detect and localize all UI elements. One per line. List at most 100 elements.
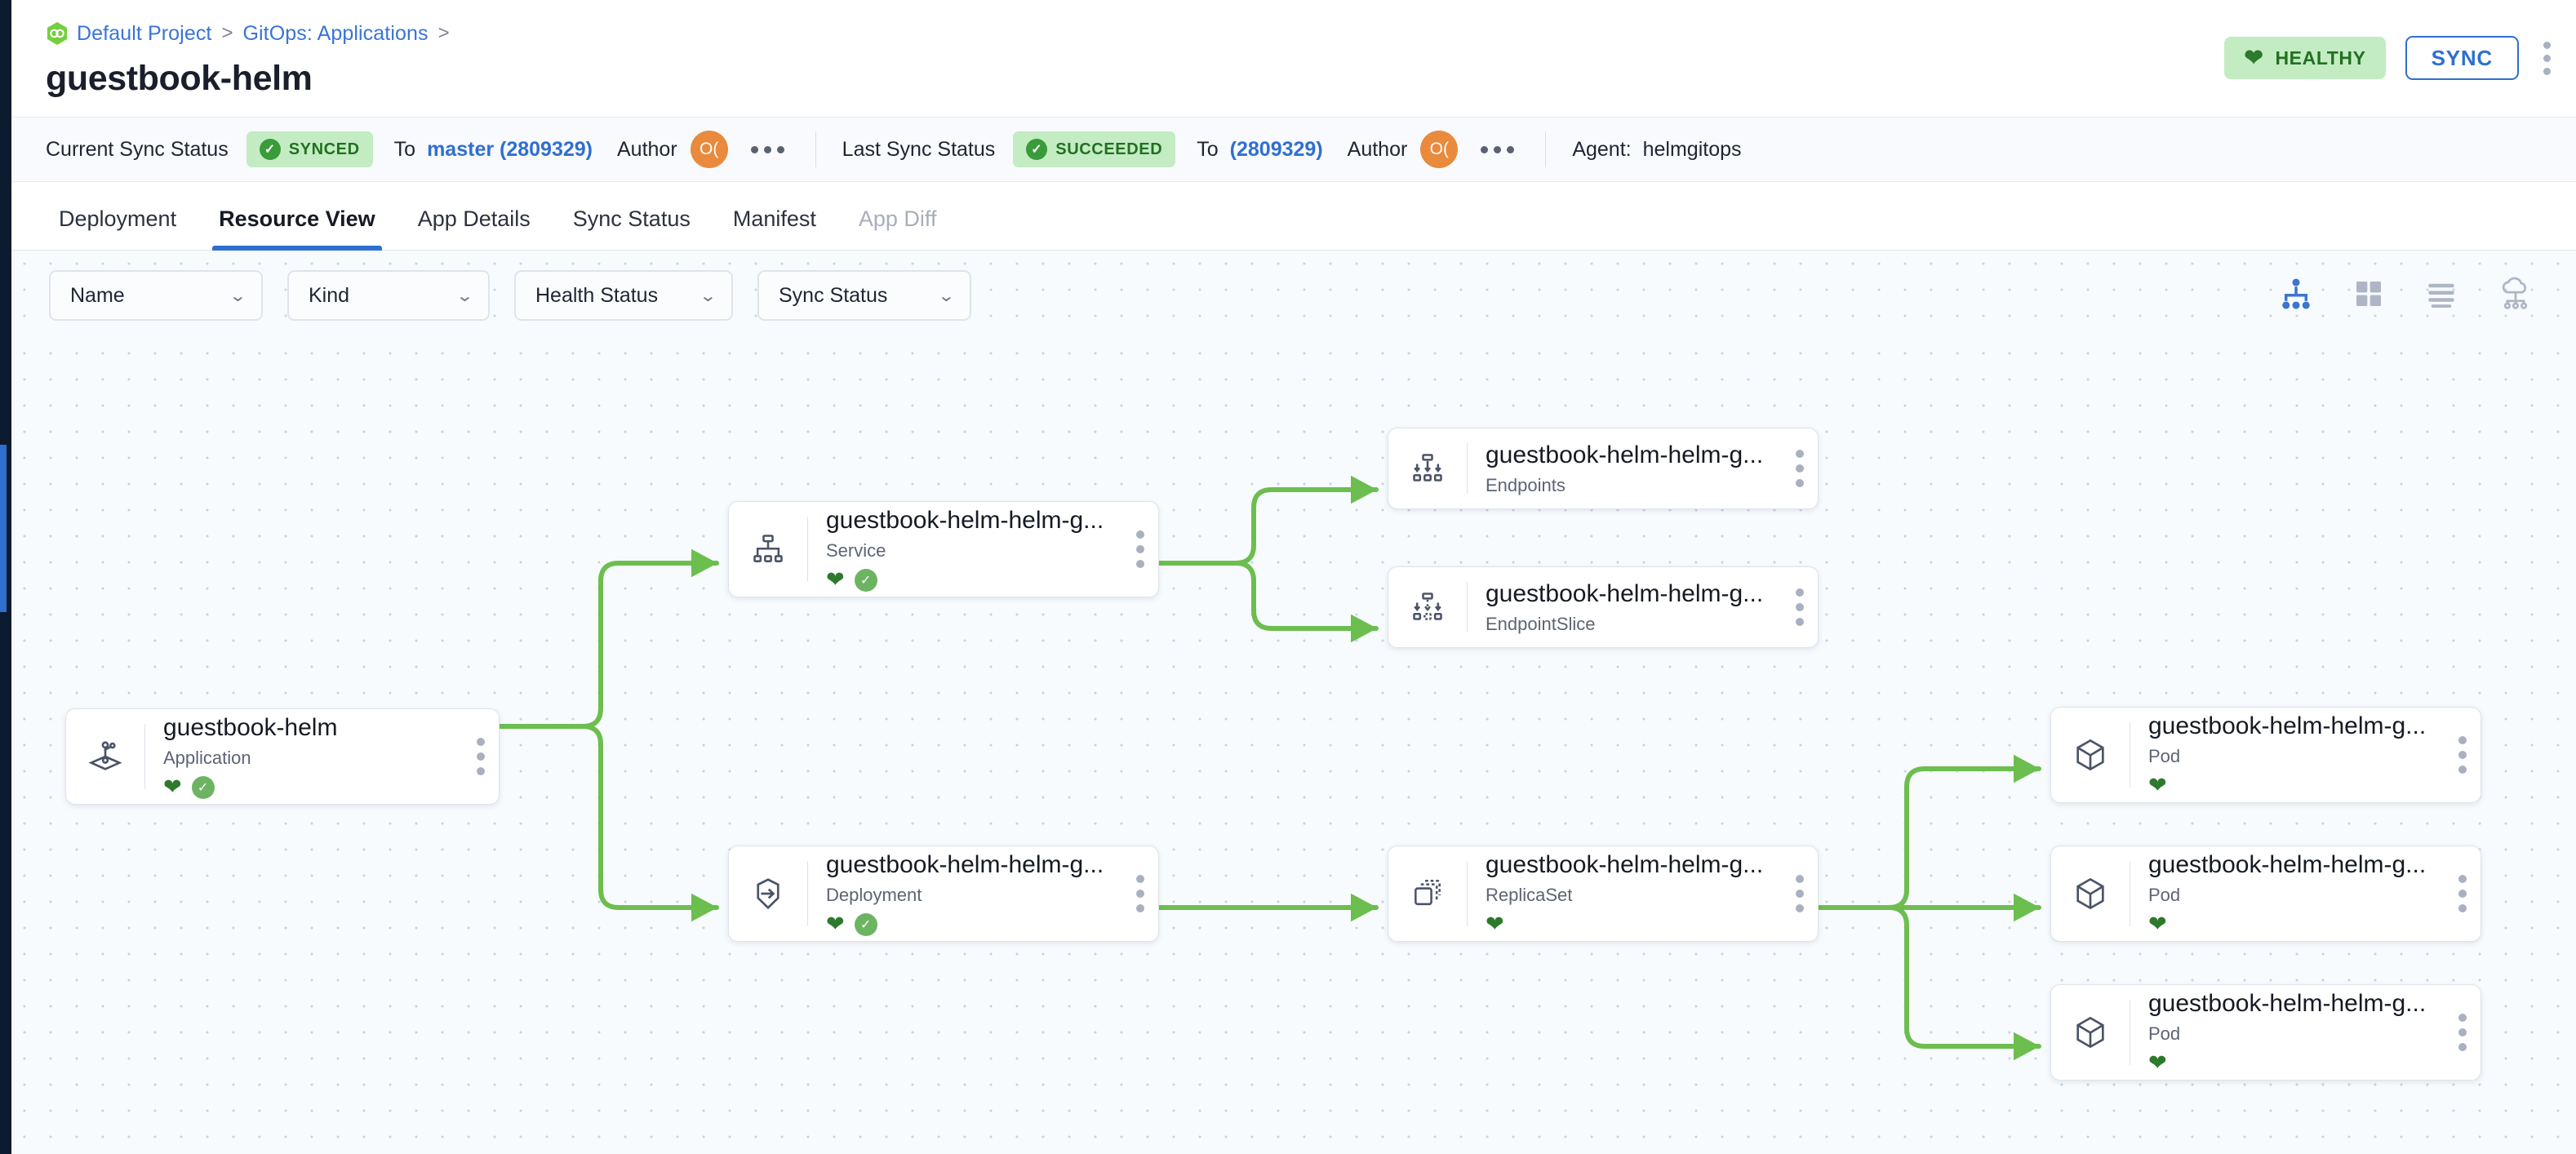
filter-toolbar: Name ⌄ Kind ⌄ Health Status ⌄ Sync Statu… [11,251,2576,340]
pod-icon [2051,875,2130,912]
tab-resource-view[interactable]: Resource View [198,206,397,251]
node-name: guestbook-helm-helm-g... [1486,579,1764,607]
node-kind: Deployment [826,884,922,905]
left-nav-rail[interactable] [0,0,11,1154]
node-status-row: ❤ ✓ [826,568,1111,593]
filter-name-label: Name [70,283,125,307]
breadcrumb-separator: > [437,22,450,44]
node-kind: Endpoints [1486,474,1566,495]
chevron-down-icon: ⌄ [937,286,956,305]
tab-manifest[interactable]: Manifest [732,206,816,231]
graph-node-endpoints[interactable]: guestbook-helm-helm-g... Endpoints [1388,428,1819,509]
graph-node-replicaset[interactable]: guestbook-helm-helm-g... ReplicaSet ❤ [1388,846,1819,942]
last-revision-link[interactable]: (2809329) [1229,137,1323,161]
endpointslice-icon [1388,589,1467,625]
node-divider [807,861,808,926]
current-to-label: To [393,137,416,161]
replicaset-icon [1388,876,1467,912]
node-menu-icon[interactable] [2445,708,2481,802]
argo-project-icon [46,21,69,46]
header-overflow-menu-icon[interactable] [2538,38,2555,78]
chevron-down-icon: ⌄ [229,286,247,305]
health-heart-icon: ❤ [163,775,182,799]
list-view-icon[interactable] [2424,277,2458,315]
node-kind: Pod [2148,745,2181,766]
sync-button[interactable]: SYNC [2405,36,2519,80]
current-author-avatar[interactable]: O( [690,131,728,168]
node-menu-icon[interactable] [1782,428,1818,508]
graph-node-pod-2[interactable]: guestbook-helm-helm-g... Pod ❤ [2050,846,2481,942]
filter-health-label: Health Status [535,283,659,307]
node-content: guestbook-helm-helm-g... Pod ❤ [2130,712,2445,798]
last-sync-status-pill: ✓ SUCCEEDED [1013,131,1176,167]
agent-info: Agent: helmgitops [1572,138,1741,162]
filter-kind-select[interactable]: Kind ⌄ [287,270,490,321]
health-heart-icon: ❤ [2148,912,2167,936]
node-content: guestbook-helm-helm-g... Pod ❤ [2130,990,2445,1076]
last-sync-status-pill-label: SUCCEEDED [1055,140,1163,158]
node-menu-icon[interactable] [1122,502,1158,597]
breadcrumb-item-gitops-applications[interactable]: GitOps: Applications [242,21,429,45]
status-divider [815,131,816,167]
header-actions: ❤ HEALTHY SYNC [2224,36,2555,80]
page-header: Default Project > GitOps: Applications >… [11,0,2576,117]
node-kind: ReplicaSet [1486,884,1573,905]
node-divider [1467,582,1468,632]
filter-sync-status-select[interactable]: Sync Status ⌄ [757,270,971,321]
node-kind: Service [826,539,886,561]
chevron-down-icon: ⌄ [699,286,717,305]
node-name: guestbook-helm-helm-g... [826,506,1104,534]
graph-node-deployment[interactable]: guestbook-helm-helm-g... Deployment ❤ ✓ [728,846,1159,942]
graph-node-service[interactable]: guestbook-helm-helm-g... Service ❤ ✓ [728,501,1159,597]
network-view-icon[interactable] [2498,276,2534,316]
agent-value: helmgitops [1642,137,1742,161]
breadcrumb-item-default-project[interactable]: Default Project [77,21,212,45]
node-content: guestbook-helm-helm-g... EndpointSlice [1468,580,1782,635]
last-author-avatar[interactable]: O( [1420,131,1459,168]
graph-node-endpointslice[interactable]: guestbook-helm-helm-g... EndpointSlice [1388,566,1819,648]
deployment-icon [729,875,807,912]
node-menu-icon[interactable] [463,709,499,804]
resource-graph-canvas[interactable]: guestbook-helm Application ❤ ✓ [11,340,2576,1154]
pod-icon [2051,1014,2130,1051]
tab-sync-status[interactable]: Sync Status [572,206,691,231]
current-sync-status-pill-label: SYNCED [288,140,360,158]
node-name: guestbook-helm-helm-g... [2148,850,2427,878]
graph-node-application[interactable]: guestbook-helm Application ❤ ✓ [65,708,500,805]
current-revision-link[interactable]: master (2809329) [427,137,593,161]
node-menu-icon[interactable] [1782,846,1818,941]
tab-bar: Deployment Resource View App Details Syn… [11,182,2576,251]
node-status-row: ❤ [2148,1051,2433,1076]
last-ellipsis-icon[interactable] [1476,141,1519,158]
sync-check-icon: ✓ [854,912,877,936]
heart-icon: ❤ [2244,45,2264,70]
tree-view-icon[interactable] [2279,277,2313,315]
current-ellipsis-icon[interactable] [746,141,789,158]
health-heart-icon: ❤ [2148,1050,2167,1075]
node-name: guestbook-helm [163,713,338,741]
node-name: guestbook-helm-helm-g... [2148,712,2427,739]
tab-deployment[interactable]: Deployment [59,206,177,231]
node-menu-icon[interactable] [2445,985,2481,1080]
node-menu-icon[interactable] [2445,846,2481,941]
graph-node-pod-3[interactable]: guestbook-helm-helm-g... Pod ❤ [2050,984,2481,1081]
filter-name-select[interactable]: Name ⌄ [49,270,263,321]
current-sync-status-label: Current Sync Status [46,137,229,161]
breadcrumb: Default Project > GitOps: Applications > [46,21,2576,46]
node-kind: Application [163,747,251,768]
main-column: Default Project > GitOps: Applications >… [11,0,2576,1154]
agent-label: Agent: [1572,137,1632,161]
node-name: guestbook-helm-helm-g... [1486,850,1764,878]
tab-app-details[interactable]: App Details [417,206,531,231]
graph-node-pod-1[interactable]: guestbook-helm-helm-g... Pod ❤ [2050,707,2481,803]
node-divider [1467,861,1468,926]
node-menu-icon[interactable] [1122,846,1158,941]
node-menu-icon[interactable] [1782,567,1818,647]
page-title: guestbook-helm [46,59,313,98]
filter-health-status-select[interactable]: Health Status ⌄ [514,270,733,321]
sync-check-icon: ✓ [854,568,877,592]
grid-view-icon[interactable] [2352,277,2385,314]
health-heart-icon: ❤ [826,912,845,936]
breadcrumb-separator: > [221,22,233,44]
